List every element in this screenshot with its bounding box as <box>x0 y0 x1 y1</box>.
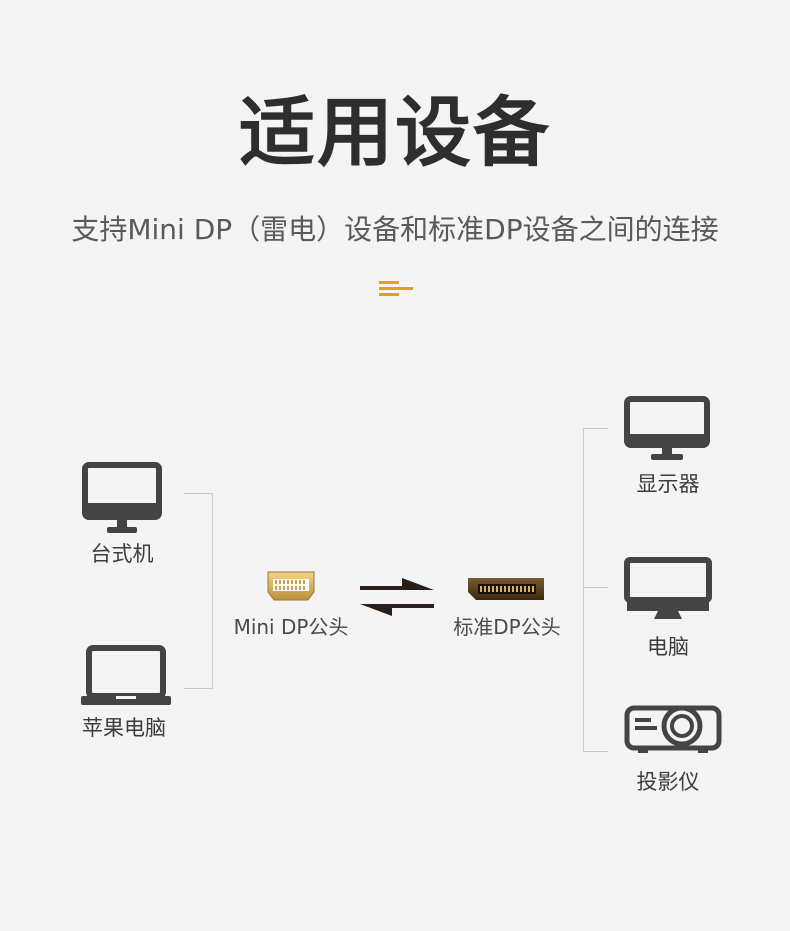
right-bracket-tick <box>584 587 608 588</box>
computer-label: 电脑 <box>647 635 689 659</box>
right-bracket <box>583 428 608 752</box>
dp-plug-icon <box>468 578 544 600</box>
laptop-device: 苹果电脑 <box>62 642 186 746</box>
mini-dp-plug-icon <box>267 571 315 601</box>
mini-dp-connector: Mini DP公头 <box>222 570 360 640</box>
desktop-label: 台式机 <box>90 542 154 566</box>
accent-lines-icon <box>379 280 413 296</box>
projector-label: 投影仪 <box>636 770 700 794</box>
monitor-label: 显示器 <box>636 472 700 496</box>
desktop-monitor-icon <box>82 462 162 533</box>
monitor-icon <box>624 396 710 460</box>
monitor-device: 显示器 <box>612 394 724 498</box>
laptop-label: 苹果电脑 <box>82 716 166 740</box>
bidirectional-arrow-icon <box>360 578 434 616</box>
computer-device: 电脑 <box>612 555 724 661</box>
projector-icon <box>624 705 722 753</box>
mini-dp-label: Mini DP公头 <box>233 615 349 639</box>
desktop-device: 台式机 <box>60 458 184 568</box>
left-bracket <box>184 493 213 689</box>
projector-device: 投影仪 <box>612 696 724 800</box>
standard-dp-label: 标准DP公头 <box>453 615 561 639</box>
page-title: 适用设备 <box>239 88 551 177</box>
laptop-icon <box>81 645 171 705</box>
page-subtitle: 支持Mini DP（雷电）设备和标准DP设备之间的连接 <box>71 213 719 246</box>
standard-dp-connector: 标准DP公头 <box>440 576 574 640</box>
computer-monitor-icon <box>624 557 712 619</box>
